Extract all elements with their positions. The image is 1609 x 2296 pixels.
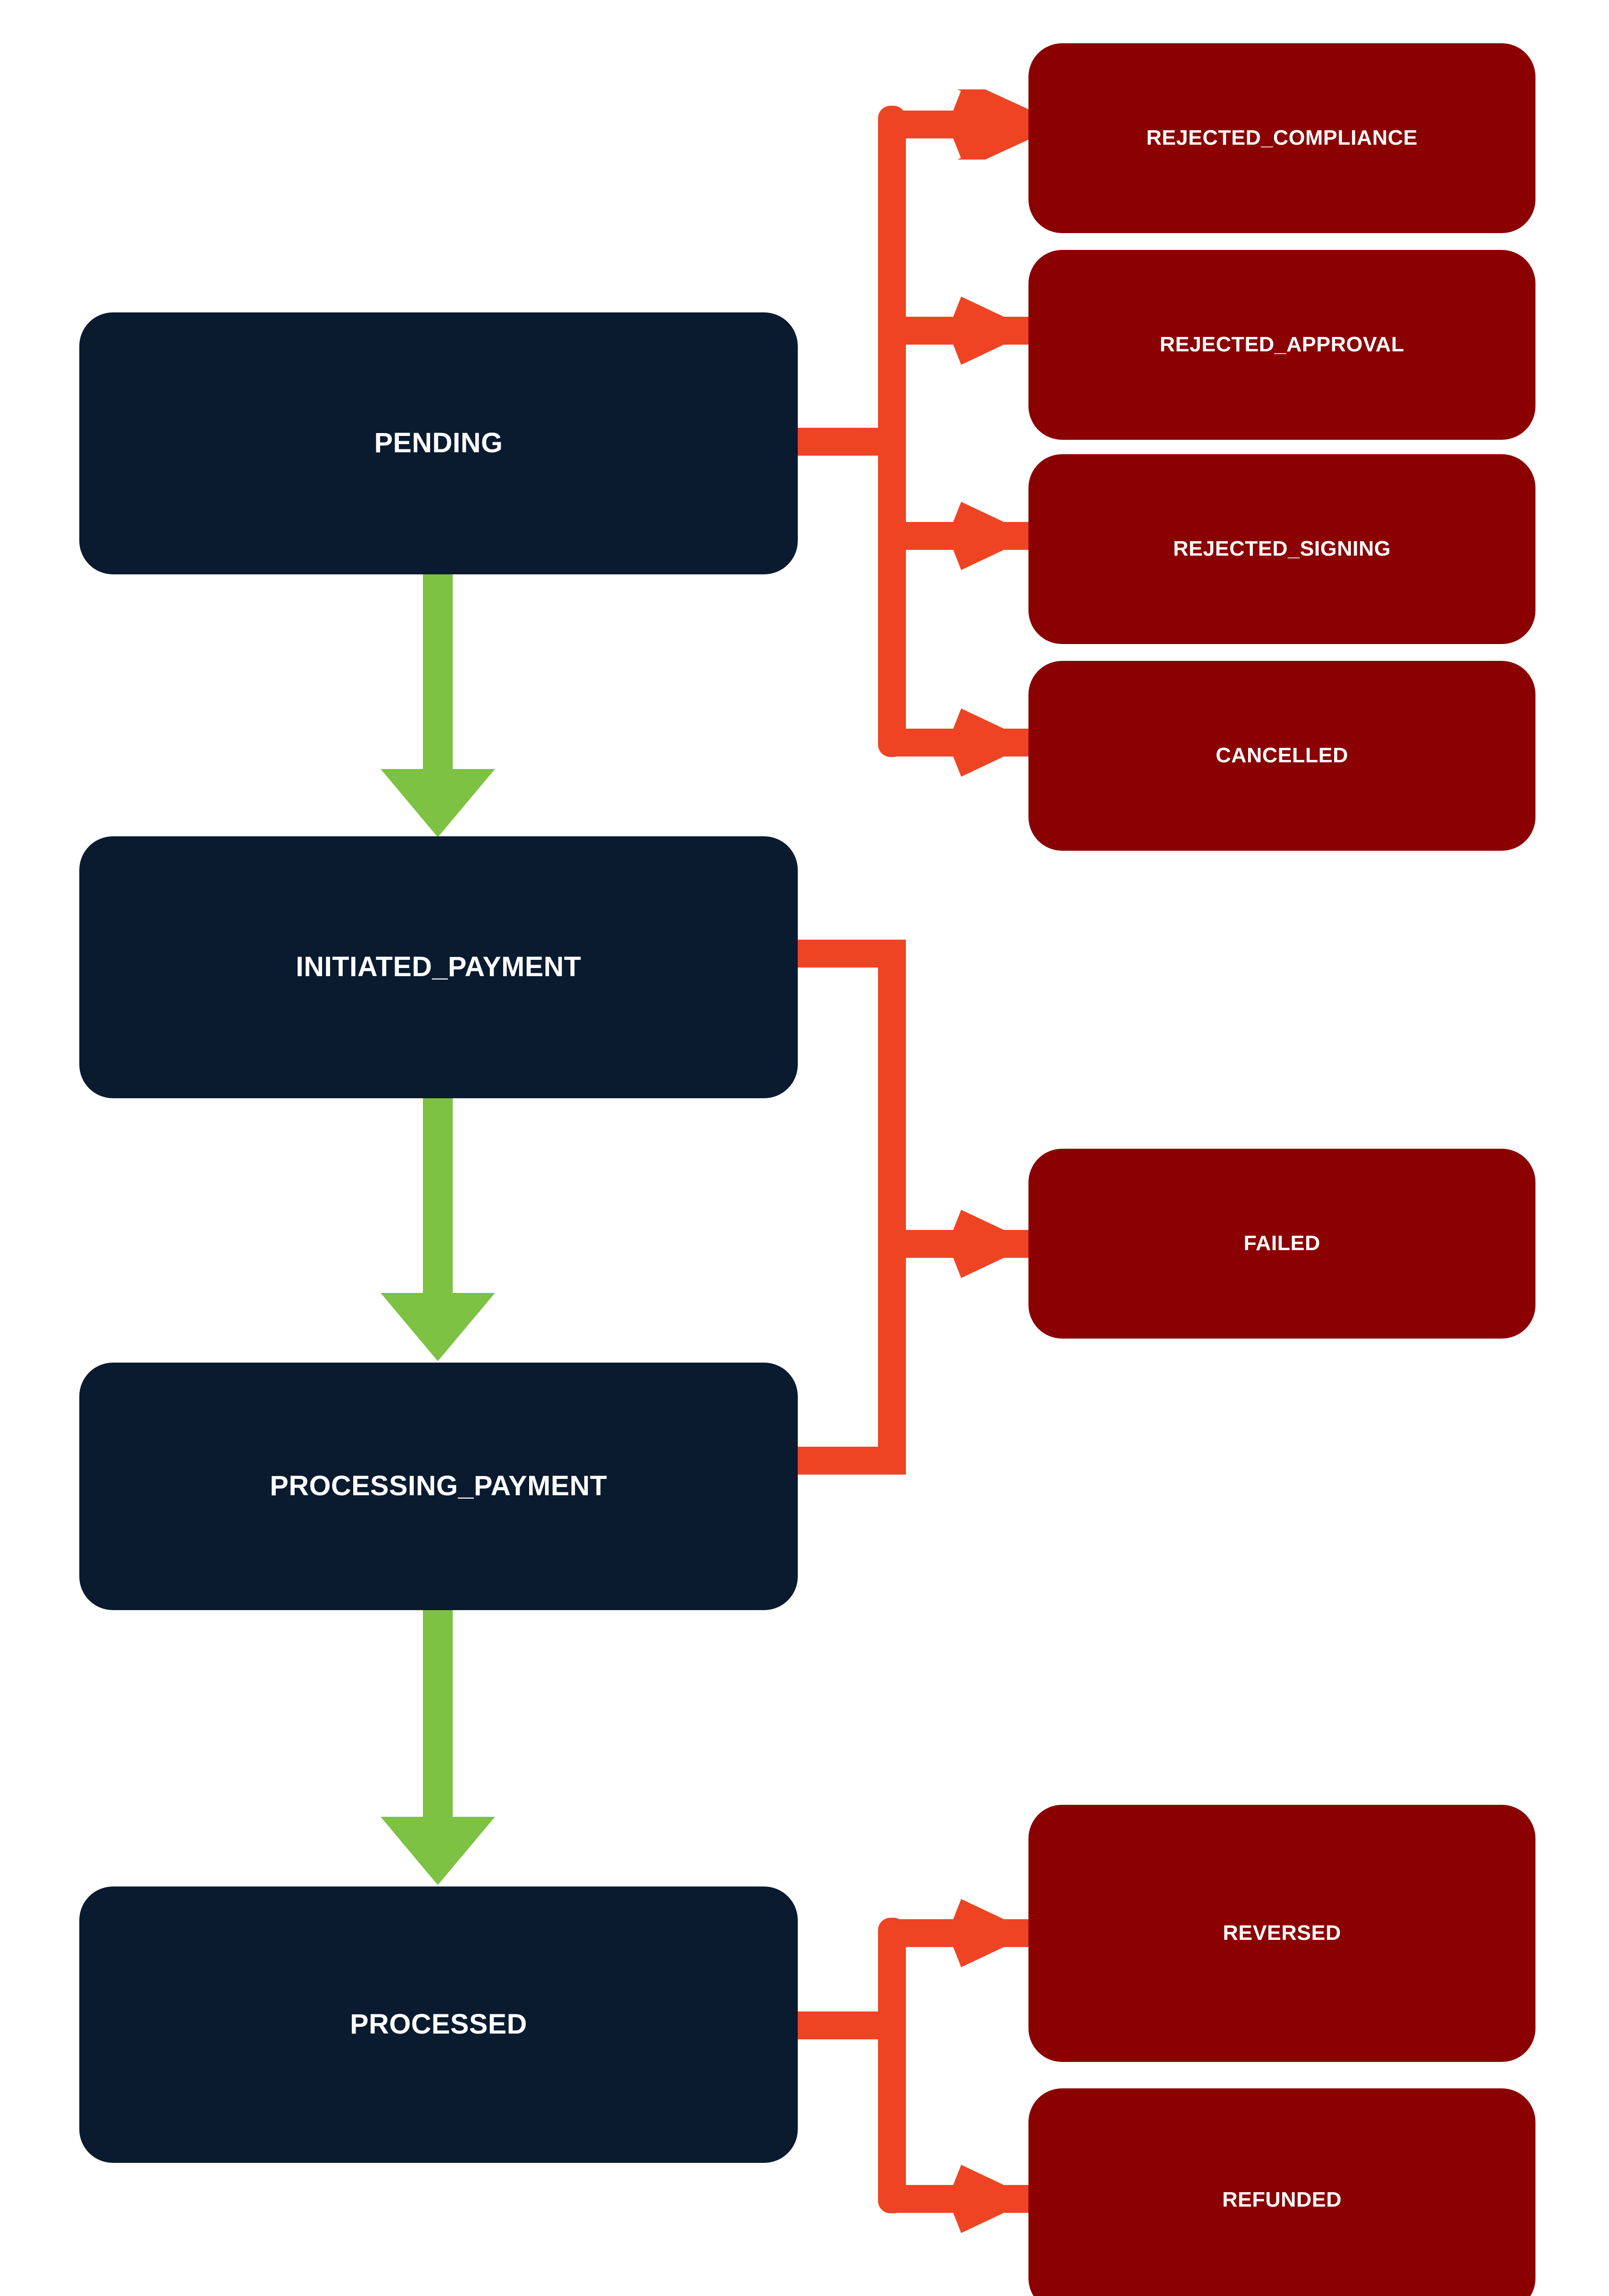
state-node-processed-label: PROCESSED [350,2009,527,2040]
state-node-pending[interactable]: PENDING [79,312,798,574]
state-node-initiated-payment[interactable]: INITIATED_PAYMENT [79,836,798,1098]
terminal-node-rejected-signing[interactable]: REJECTED_SIGNING [1028,454,1535,644]
terminal-node-rejected-compliance-label: REJECTED_COMPLIANCE [1146,126,1418,150]
terminal-node-failed-label: FAILED [1243,1231,1321,1255]
state-node-processed[interactable]: PROCESSED [79,1886,798,2163]
terminal-node-reversed[interactable]: REVERSED [1028,1805,1535,2062]
edge-pending-to-initiated [381,574,495,837]
terminal-node-rejected-signing-label: REJECTED_SIGNING [1173,537,1391,561]
terminal-node-cancelled[interactable]: CANCELLED [1028,661,1535,851]
terminal-node-refunded[interactable]: REFUNDED [1028,2088,1535,2296]
edge-processing-to-processed [381,1610,495,1885]
terminal-node-cancelled-label: CANCELLED [1215,744,1349,768]
terminal-node-refunded-label: REFUNDED [1222,2188,1342,2212]
terminal-node-rejected-approval[interactable]: REJECTED_APPROVAL [1028,250,1535,440]
state-node-processing-payment[interactable]: PROCESSING_PAYMENT [79,1363,798,1610]
terminal-node-rejected-approval-label: REJECTED_APPROVAL [1160,333,1404,357]
edge-group-processed-outcomes [795,1899,1032,2233]
edge-initiated-to-processing [381,1098,495,1361]
edge-group-payment-failed [795,940,1032,1475]
edge-group-pending-failures [795,89,1032,777]
terminal-node-rejected-compliance[interactable]: REJECTED_COMPLIANCE [1028,43,1535,233]
terminal-node-failed[interactable]: FAILED [1028,1149,1535,1339]
state-node-processing-payment-label: PROCESSING_PAYMENT [270,1470,607,1502]
terminal-node-reversed-label: REVERSED [1223,1921,1341,1945]
state-node-pending-label: PENDING [374,427,503,459]
state-node-initiated-payment-label: INITIATED_PAYMENT [296,951,582,983]
